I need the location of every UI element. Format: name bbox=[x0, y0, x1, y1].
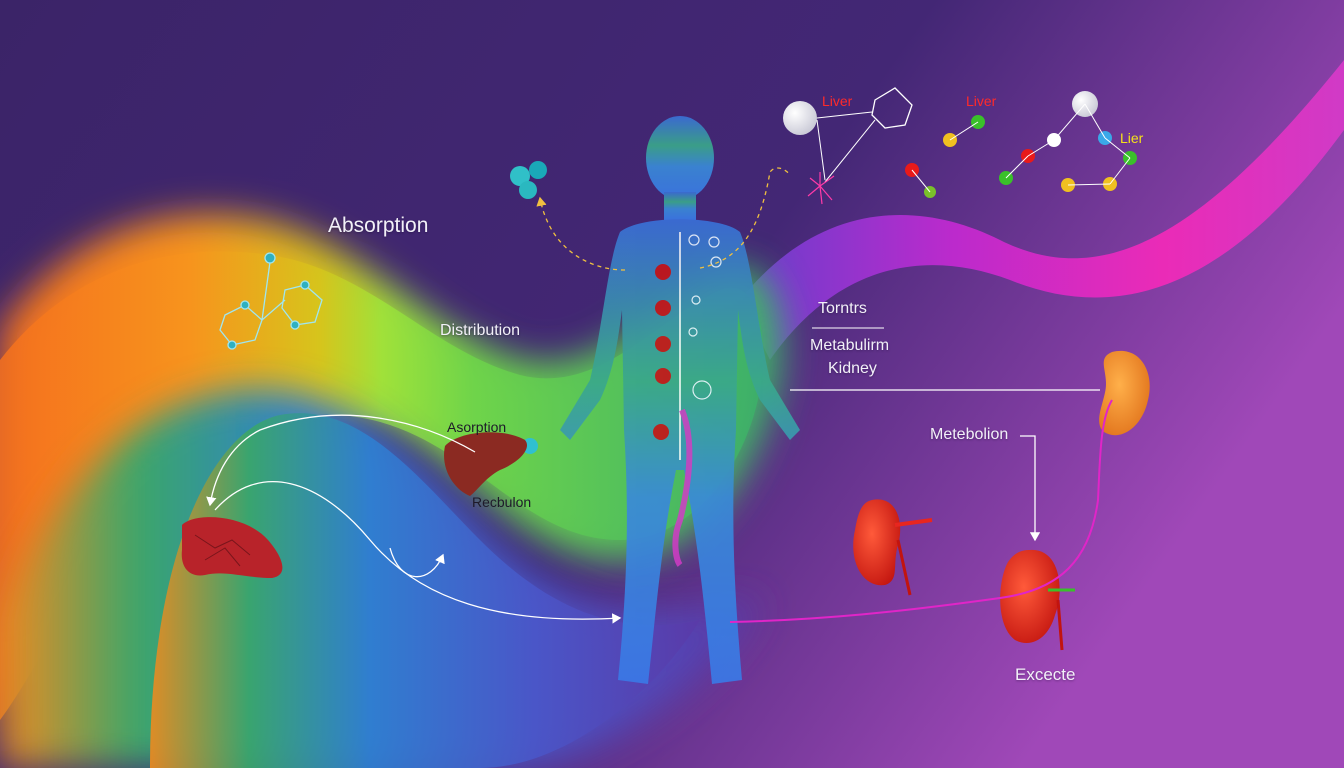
distribution-wave-core bbox=[150, 413, 700, 768]
absorption-wave-core bbox=[0, 251, 764, 720]
blood-cell-icons bbox=[653, 264, 671, 440]
molecule-icon bbox=[510, 161, 547, 454]
excecte-label: Excecte bbox=[1015, 665, 1076, 684]
kidney-label: Kidney bbox=[828, 360, 877, 377]
distribution-label: Distribution bbox=[440, 322, 521, 339]
human-body-silhouette-icon bbox=[560, 116, 800, 684]
absorption-label: Absorption bbox=[328, 214, 429, 237]
dashed-flow-arrows bbox=[536, 167, 791, 271]
liver-icon bbox=[444, 432, 528, 496]
liver-label-1: Liver bbox=[822, 93, 853, 109]
molecule-network-icon bbox=[783, 87, 1137, 205]
metabulirm-label: Metabulirm bbox=[810, 337, 890, 354]
kidney-icon bbox=[1099, 350, 1150, 436]
molecule-icon bbox=[219, 252, 323, 350]
excretion-line bbox=[729, 399, 1113, 623]
recbulon-label: Recbulon bbox=[472, 494, 532, 510]
liver-label-3: Lier bbox=[1120, 130, 1144, 146]
metebolion-label: Metebolion bbox=[930, 426, 1009, 443]
kidney-icon bbox=[853, 499, 901, 586]
asorption-label: Asorption bbox=[447, 419, 507, 435]
liver-icon bbox=[181, 517, 283, 578]
kidney-icon bbox=[1000, 549, 1060, 643]
torntrs-label: Torntrs bbox=[818, 300, 867, 317]
cell-icons bbox=[688, 234, 722, 400]
flow-ribbon bbox=[740, 60, 1344, 360]
liver-label-2: Liver bbox=[966, 93, 997, 109]
flow-arrows bbox=[206, 389, 1100, 624]
